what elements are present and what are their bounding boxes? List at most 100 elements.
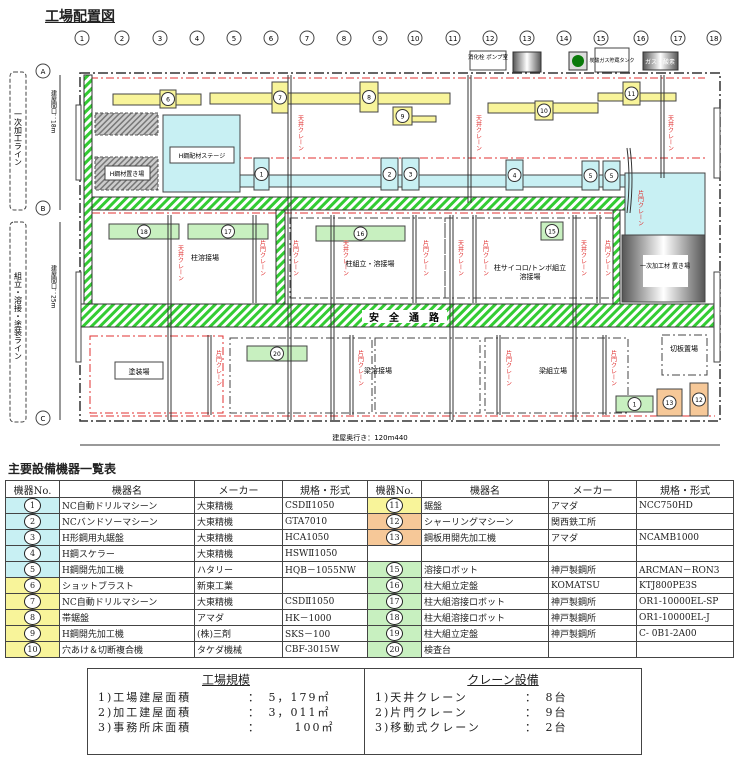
crane-label: 片門クレーン (215, 349, 222, 386)
equipment-marker: 15 (548, 229, 556, 236)
equipment-no: 6 (24, 578, 41, 593)
equipment-marker: 1 (260, 172, 264, 179)
equipment-marker: 1 (633, 402, 637, 409)
column-marker: 2 (120, 35, 124, 43)
equipment-marker: 20 (273, 351, 281, 358)
crane-label: 片門クレーン (292, 239, 299, 276)
equipment-no: 20 (386, 642, 403, 657)
table-title: 主要設備機器一覧表 (8, 462, 117, 476)
equipment-no: 2 (24, 514, 41, 529)
row-marker: B (41, 205, 46, 213)
equipment-no: 17 (386, 594, 403, 609)
summary-row: 1)工場建屋面積： 5，179㎡ (98, 691, 331, 704)
column-marker: 17 (674, 35, 683, 43)
equipment-marker: 8 (367, 95, 371, 102)
crane-label: 片門クレーン (422, 239, 429, 276)
crane-label: 天井クレーン (580, 240, 587, 276)
equipment-marker: 2 (388, 172, 392, 179)
svg-text:建屋間口：25m: 建屋間口：25m (50, 264, 57, 308)
column-marker: 13 (523, 35, 532, 43)
equipment-no: 15 (386, 562, 403, 577)
column-marker: 15 (597, 35, 606, 43)
building-outline (79, 72, 721, 422)
line2-label: 組立・溶接・塗装ライン (14, 271, 23, 360)
equipment-no: 10 (24, 642, 41, 657)
equipment-no: 9 (24, 626, 41, 641)
svg-text:梁溶接場: 梁溶接場 (364, 366, 392, 375)
equipment-marker: 7 (278, 95, 282, 102)
equipment-no: 18 (386, 610, 403, 625)
equipment-marker: 9 (401, 114, 405, 121)
equipment-marker: 13 (666, 400, 674, 407)
crane-label: 片門クレーン (259, 239, 266, 276)
equipment-no: 19 (386, 626, 403, 641)
svg-text:柱組立・溶接場: 柱組立・溶接場 (346, 259, 395, 268)
equipment-marker: 12 (695, 397, 703, 404)
summary-row: 2)加工建屋面積： 3，011㎡ (98, 706, 331, 719)
row-marker: A (41, 68, 46, 76)
equipment-no: 1 (24, 498, 41, 513)
equipment-no: 11 (386, 498, 403, 513)
equipment-marker: 18 (140, 229, 148, 236)
svg-text:柱溶接場: 柱溶接場 (191, 253, 219, 262)
depth-label: 建屋奥行き：120m440 (332, 433, 408, 442)
crane-label: 天井クレーン (667, 115, 674, 151)
equipment-marker: 17 (224, 229, 232, 236)
crane-label: 片門クレーン (604, 239, 611, 276)
summary-row: 2)片門クレーン： 9台 (375, 706, 568, 719)
conveyor (239, 174, 626, 188)
page-title: 工場配置図 (45, 9, 115, 25)
equipment-no: 5 (24, 562, 41, 577)
line1-label: 一次加工ライン (14, 110, 23, 166)
svg-text:柱サイコロ/トンボ組立: 柱サイコロ/トンボ組立 (494, 263, 566, 272)
svg-text:梁組立場: 梁組立場 (539, 366, 567, 375)
column-marker: 3 (158, 35, 162, 43)
column-marker: 4 (195, 35, 200, 43)
equipment-no: 4 (24, 546, 41, 561)
equipment-no: 13 (386, 530, 403, 545)
paint-area: 塗装場 (129, 367, 150, 376)
equipment-no: 8 (24, 610, 41, 625)
column-marker: 6 (269, 35, 274, 43)
crane-label: 片門クレーン (637, 189, 644, 226)
svg-text:建屋間口：18m: 建屋間口：18m (50, 89, 57, 133)
crane-label: 片門クレーン (610, 349, 617, 386)
equipment-no: 7 (24, 594, 41, 609)
column-marker: 9 (378, 35, 382, 43)
svg-text:溶接場: 溶接場 (520, 272, 541, 281)
crane-label: 片門クレーン (482, 239, 489, 276)
column-marker: 18 (710, 35, 719, 43)
equipment-no: 16 (386, 578, 403, 593)
equipment-no: 3 (24, 530, 41, 545)
svg-text:H鋼材置き場: H鋼材置き場 (110, 170, 145, 178)
column-marker: 1 (80, 35, 84, 43)
crane-label: 天井クレーン (457, 240, 464, 276)
column-marker: 7 (305, 35, 309, 43)
passage (83, 74, 93, 308)
crane-label: 天井クレーン (177, 245, 184, 281)
column-marker: 12 (486, 35, 495, 43)
svg-text:H鋼配材ステージ: H鋼配材ステージ (179, 152, 225, 160)
row-markers: ABC (35, 63, 51, 426)
crane-label: 天井クレーン (297, 115, 304, 151)
summary-row: 3)事務所床面積： 100㎡ (98, 721, 335, 734)
equipment-marker: 5 (589, 173, 593, 180)
summary-row: 3)移動式クレーン： 2台 (375, 721, 568, 734)
column-marker: 11 (449, 35, 458, 43)
equipment-marker: 3 (409, 172, 413, 179)
pump-room-label: 消化栓 ポンプ室 (468, 53, 509, 61)
svg-text:ガス・酸素: ガス・酸素 (645, 58, 675, 66)
crane-label: 片門クレーン (505, 349, 512, 386)
